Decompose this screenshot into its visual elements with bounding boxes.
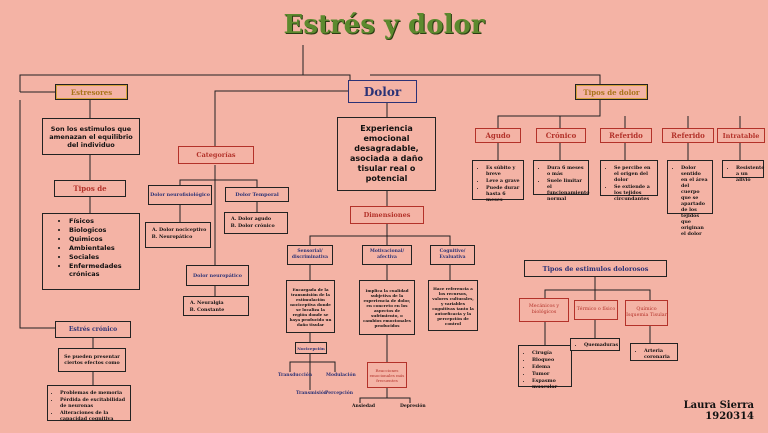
list-item: Cirugía [532, 350, 568, 356]
tipo-intratable: Intratable [717, 128, 765, 143]
list-item: Tumor [532, 371, 568, 377]
quimico-list: Arteria coronaria [630, 343, 678, 361]
dim-sensorial-node: Sensorial/ discriminativa [287, 245, 333, 265]
list-item: Se extiende a los tejidos circundantes [614, 184, 654, 202]
dim-sensorial-desc: Encargada de la transmisión de la estimu… [286, 280, 335, 333]
list-item: Enfermedades crónicas [69, 262, 136, 278]
list-item: Leve a grave [486, 178, 520, 184]
tipos-estresores-node: Tipos de [54, 180, 126, 197]
tipos-estresores-list: FísicosBiologicosQuimicosAmbientalesSoci… [42, 213, 140, 290]
list-item: Alteraciones de la capacidad cognitiva [60, 410, 127, 422]
list-item: Bloqueo [532, 357, 568, 363]
estres-cronico-node: Estrés crónico [55, 321, 131, 338]
list-item: Neuralgia [197, 300, 245, 306]
rebote-list: Se percibe en el origen del dolorSe exti… [600, 160, 658, 202]
neuro-list: Dolor nociceptivoNeuropático [145, 222, 211, 248]
estresores-definition: Son los estimulos que amenazan el equili… [42, 118, 140, 155]
temporal-list: Dolor agudoDolor crónico [224, 212, 288, 234]
list-item: Dura 6 meses o más [547, 165, 585, 177]
dim-cognitivo-desc: Hace referencia a los recursos, valores … [428, 280, 478, 331]
reaccion-ansiedad: Ansiedad [352, 404, 376, 409]
list-item: Dolor agudo [238, 216, 284, 222]
neuropatico-list: NeuralgiaConstante [183, 296, 249, 316]
author-signature: Laura Sierra 1920314 [684, 400, 754, 422]
estresores-node: Estresores [55, 84, 128, 100]
list-item: Espasmo muscular [532, 378, 568, 390]
efectos-list: Problemas de memoriaPérdida de excitabil… [47, 385, 131, 422]
dim-cognitivo-node: Cognitivo/ Evaluativa [430, 245, 475, 265]
map-title: Estrés y dolor [283, 10, 485, 40]
tipo-cronico: Crónico [536, 128, 586, 143]
list-item: Arteria coronaria [644, 348, 674, 360]
list-item: Edema [532, 364, 568, 370]
list-item: Quimicos [69, 235, 136, 243]
noci-transduccion: Transducción [278, 373, 312, 378]
list-item: Resistente a un alivio [736, 165, 764, 183]
list-item: Puede durar hasta 6 meses [486, 185, 520, 203]
estimulo-mecanicos: Mecánicos y biológicos [519, 298, 569, 322]
dolor-node: Dolor [348, 80, 417, 103]
list-item: Quemaduras [584, 342, 618, 348]
dim-motivacional-node: Motivacional/ afectiva [362, 245, 412, 265]
cronico-list: Dura 6 meses o másSuele limitar el funci… [533, 160, 589, 202]
list-item: Ambientales [69, 244, 136, 252]
list-item: Problemas de memoria [60, 390, 127, 396]
author-name: Laura Sierra [683, 400, 754, 411]
noci-modulacion: Modulación [326, 373, 356, 378]
tipo-referido: Referido [662, 128, 714, 143]
estimulos-node: Tipos de estimulos dolorosos [524, 260, 667, 277]
noci-transmision: Transmisión [296, 391, 328, 396]
list-item: Pérdida de excitabilidad de neuronas [60, 397, 127, 409]
noci-percepcion: Percepción [325, 391, 353, 396]
reaccion-depresion: Depresión [400, 404, 426, 409]
nocicepcion-node: Nocicepción [295, 342, 327, 354]
categorias-node: Categorías [178, 146, 254, 164]
list-item: Se percibe en el origen del dolor [614, 165, 654, 183]
list-item: Es súbito y breve [486, 165, 520, 177]
list-item: Sociales [69, 253, 136, 261]
list-item: Dolor crónico [238, 223, 284, 229]
dolor-neurofisiologico-node: Dolor neurofisiológico [148, 185, 212, 205]
list-item: Dolor nociceptivo [159, 227, 207, 233]
tipo-rebote: Referido [600, 128, 652, 143]
agudo-list: Es súbito y breveLeve a gravePuede durar… [472, 160, 524, 203]
reacciones-node: Reacciones emocionales más frecuentes [367, 362, 407, 388]
termico-list: Quemaduras [570, 338, 620, 351]
dolor-neuropatico-node: Dolor neuropático [186, 265, 249, 286]
list-item: Suele limitar el funcionamiento normal [547, 178, 589, 202]
tipo-agudo: Agudo [475, 128, 521, 143]
intratable-list: Resistente a un alivio [722, 160, 764, 183]
dim-motivacional-desc: Implica la cualidad subjetiva de la expe… [359, 280, 415, 335]
estres-cronico-desc: Se pueden presentar ciertos efectos como [58, 348, 126, 372]
referido-list: Dolor sentido en el área del cuerpo que … [667, 160, 713, 237]
list-item: Biologicos [69, 226, 136, 234]
dimensiones-node: Dimensiones [350, 206, 424, 224]
list-item: Dolor sentido en el área del cuerpo que … [681, 165, 709, 237]
tipos-dolor-node: Tipos de dolor [575, 84, 648, 100]
list-item: Neuropático [159, 234, 207, 240]
list-item: Físicos [69, 217, 136, 225]
dolor-temporal-node: Dolor Temporal [225, 187, 289, 202]
estimulo-termico: Térmico o físico [574, 300, 618, 320]
estimulo-quimico: Químico Isquemia Tisular [625, 300, 668, 326]
dolor-definition: Experiencia emocional desagradable, asoc… [337, 117, 436, 191]
author-code: 1920314 [705, 411, 754, 422]
mecanicos-list: CirugíaBloqueoEdemaTumorEspasmo muscular [518, 345, 572, 390]
list-item: Constante [197, 307, 245, 313]
